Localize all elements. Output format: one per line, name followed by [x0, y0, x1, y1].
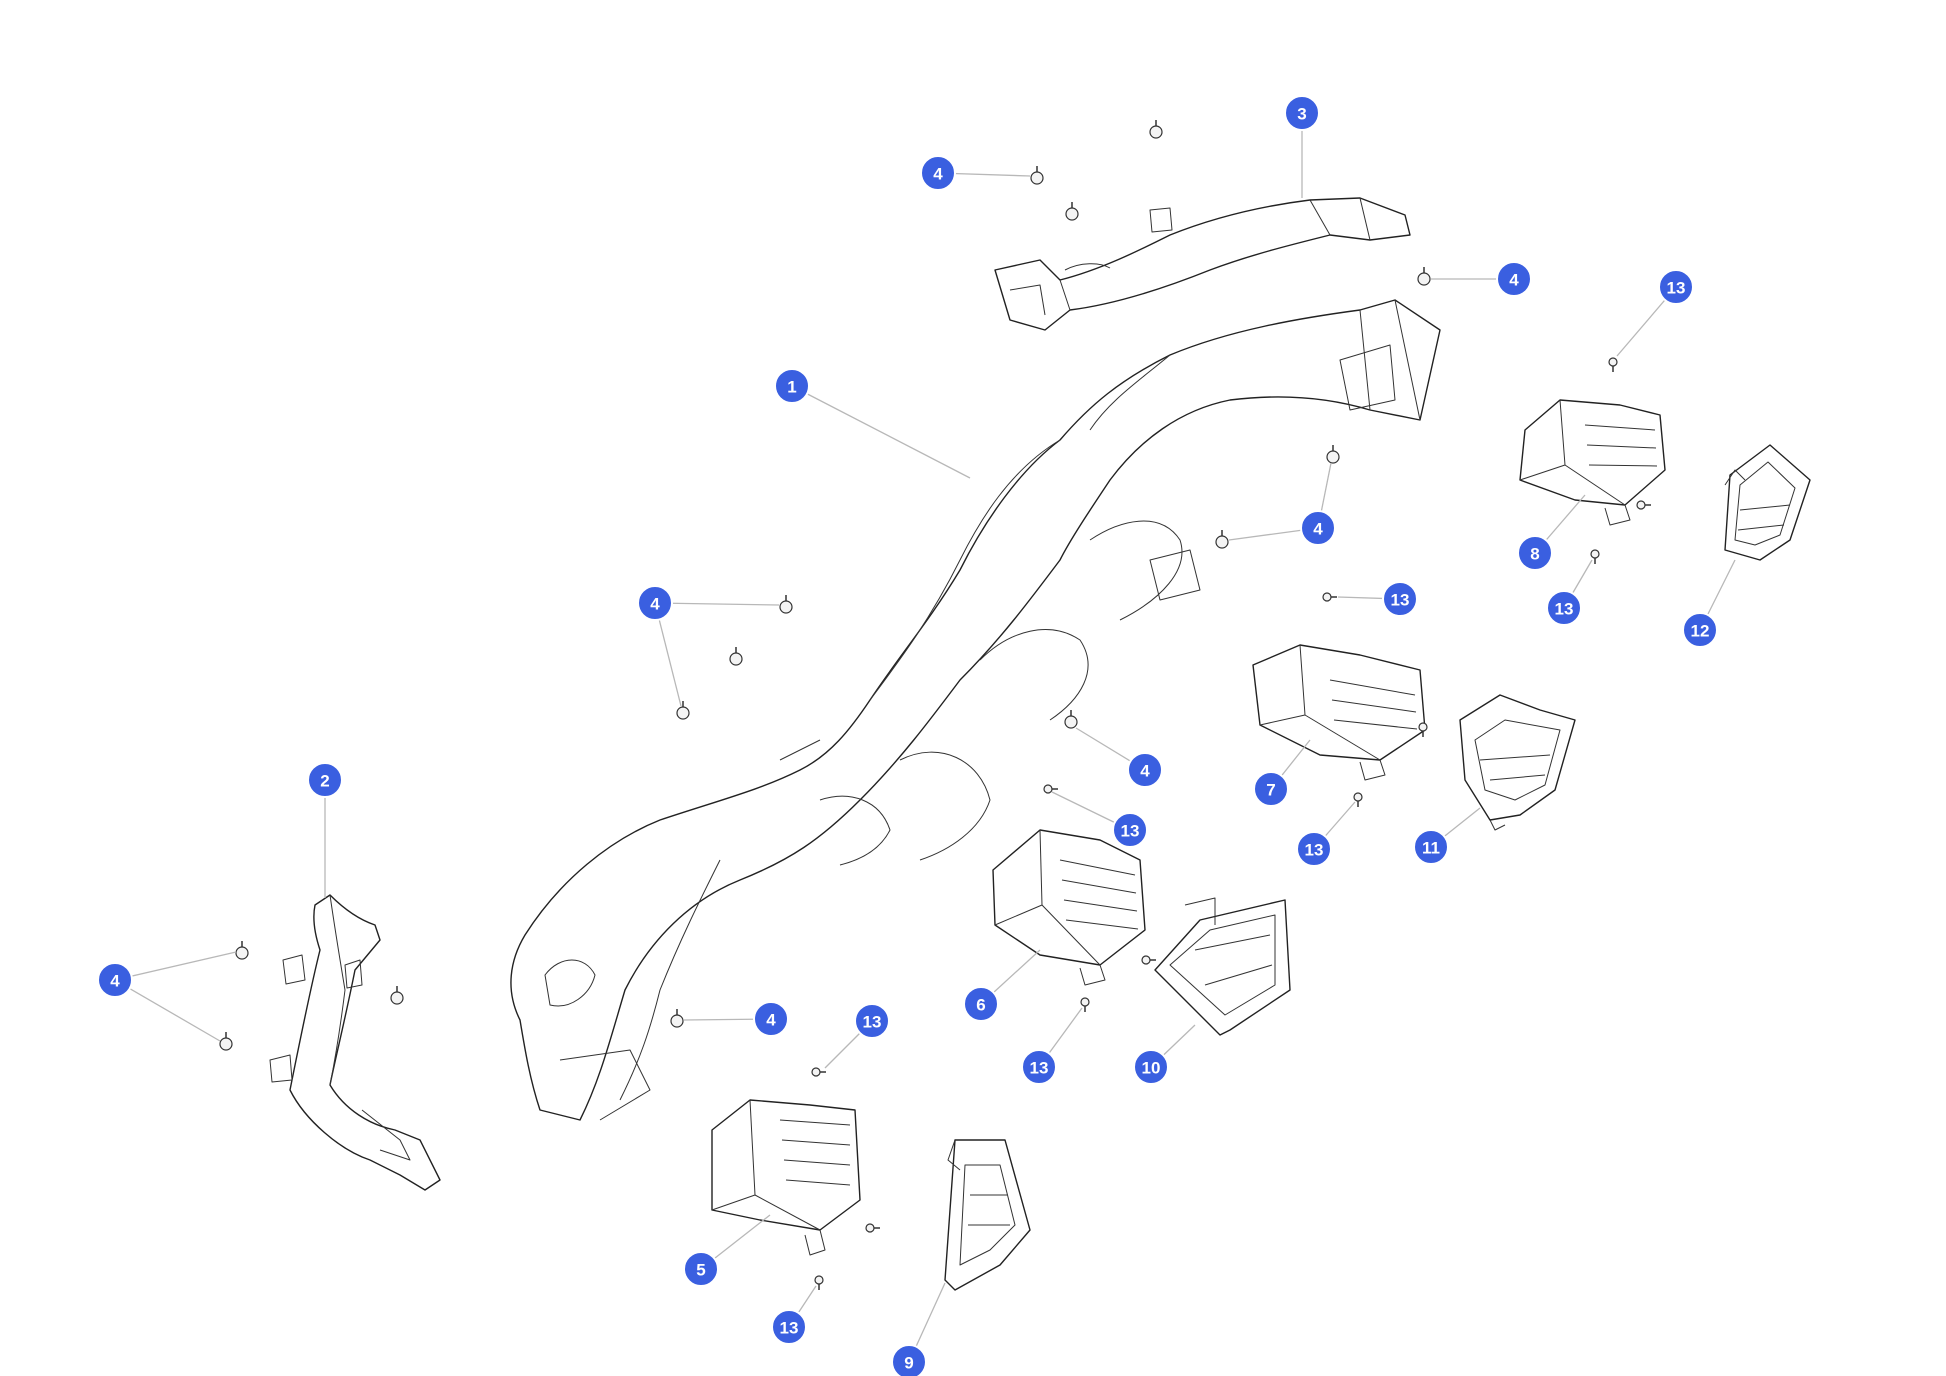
callout-4[interactable]: 4: [97, 962, 133, 998]
callout-6[interactable]: 6: [963, 986, 999, 1022]
fastener-4-a: [1030, 166, 1044, 185]
fastener-13-e: [1418, 722, 1428, 737]
fastener-4-n: [670, 1009, 684, 1028]
callout-4[interactable]: 4: [1496, 261, 1532, 297]
callout-11[interactable]: 11: [1413, 829, 1449, 865]
fastener-4-e: [1326, 445, 1340, 464]
svg-text:10: 10: [1142, 1059, 1161, 1078]
callout-3[interactable]: 3: [1284, 95, 1320, 131]
fastener-13-g: [1043, 784, 1058, 794]
svg-text:11: 11: [1422, 839, 1440, 858]
svg-text:9: 9: [904, 1354, 913, 1373]
svg-text:4: 4: [933, 165, 943, 184]
part-vent-bezel-12: [1724, 444, 1811, 561]
callout-4[interactable]: 4: [1127, 752, 1163, 788]
callout-13[interactable]: 13: [1658, 269, 1694, 305]
svg-text:13: 13: [1391, 591, 1410, 610]
fastener-4-m: [390, 986, 404, 1005]
fastener-13-f: [1353, 792, 1363, 807]
callout-9[interactable]: 9: [891, 1344, 927, 1376]
fastener-4-f: [1215, 530, 1229, 549]
callout-13[interactable]: 13: [1021, 1049, 1057, 1085]
part-vent-housing-5: [711, 1099, 861, 1256]
fastener-4-c: [1149, 120, 1163, 139]
svg-text:13: 13: [863, 1013, 882, 1032]
svg-text:13: 13: [1030, 1059, 1049, 1078]
svg-text:4: 4: [1140, 762, 1150, 781]
svg-text:4: 4: [766, 1011, 776, 1030]
fastener-4-b: [1065, 202, 1079, 221]
svg-text:12: 12: [1691, 622, 1710, 641]
callout-13[interactable]: 13: [1382, 581, 1418, 617]
part-upper-defrost-duct: [994, 197, 1411, 331]
fastener-4-d: [1417, 267, 1431, 286]
svg-text:13: 13: [1305, 841, 1324, 860]
callout-1[interactable]: 1: [774, 368, 810, 404]
fastener-13-a: [1608, 357, 1618, 372]
fastener-13-j: [811, 1067, 826, 1077]
svg-text:6: 6: [976, 996, 985, 1015]
fastener-4-h: [729, 647, 743, 666]
fastener-4-j: [1064, 710, 1078, 729]
part-vent-bezel-9: [944, 1139, 1031, 1291]
svg-text:2: 2: [320, 772, 329, 791]
svg-text:13: 13: [1555, 600, 1574, 619]
callout-13[interactable]: 13: [771, 1309, 807, 1345]
callout-13[interactable]: 13: [1112, 812, 1148, 848]
part-vent-bezel-10: [1154, 897, 1291, 1036]
svg-text:8: 8: [1530, 545, 1539, 564]
fastener-13-d: [1322, 592, 1337, 602]
svg-text:3: 3: [1297, 105, 1306, 124]
svg-text:7: 7: [1266, 781, 1275, 800]
callout-13[interactable]: 13: [854, 1003, 890, 1039]
callout-13[interactable]: 13: [1296, 831, 1332, 867]
fastener-4-k: [235, 941, 249, 960]
svg-text:13: 13: [1667, 279, 1686, 298]
fastener-13-l: [814, 1275, 824, 1290]
callout-4[interactable]: 4: [637, 585, 673, 621]
callout-7[interactable]: 7: [1253, 771, 1289, 807]
svg-text:4: 4: [650, 595, 660, 614]
callout-8[interactable]: 8: [1517, 535, 1553, 571]
fastener-13-b: [1636, 500, 1651, 510]
fastener-13-i: [1080, 997, 1090, 1012]
callout-4[interactable]: 4: [1300, 510, 1336, 546]
part-vent-housing-8: [1519, 399, 1666, 526]
svg-text:5: 5: [696, 1261, 705, 1280]
callout-12[interactable]: 12: [1682, 612, 1718, 648]
callout-13[interactable]: 13: [1546, 590, 1582, 626]
part-main-air-duct: [510, 299, 1441, 1121]
svg-text:4: 4: [110, 972, 120, 991]
callout-10[interactable]: 10: [1133, 1049, 1169, 1085]
svg-text:4: 4: [1509, 271, 1519, 290]
fastener-13-k: [865, 1223, 880, 1233]
callout-2[interactable]: 2: [307, 762, 343, 798]
fastener-13-h: [1141, 955, 1156, 965]
part-left-side-duct: [269, 894, 441, 1191]
fastener-4-g: [779, 595, 793, 614]
fastener-13-c: [1590, 549, 1600, 564]
svg-text:13: 13: [780, 1319, 799, 1338]
part-vent-housing-7: [1252, 644, 1426, 781]
callout-4[interactable]: 4: [920, 155, 956, 191]
fastener-4-l: [219, 1032, 233, 1051]
svg-text:13: 13: [1121, 822, 1140, 841]
fastener-4-i: [676, 701, 690, 720]
callout-5[interactable]: 5: [683, 1251, 719, 1287]
svg-text:1: 1: [787, 378, 796, 397]
part-vent-bezel-11: [1459, 694, 1576, 831]
part-vent-housing-6: [992, 829, 1146, 986]
svg-text:4: 4: [1313, 520, 1323, 539]
callout-4[interactable]: 4: [753, 1001, 789, 1037]
